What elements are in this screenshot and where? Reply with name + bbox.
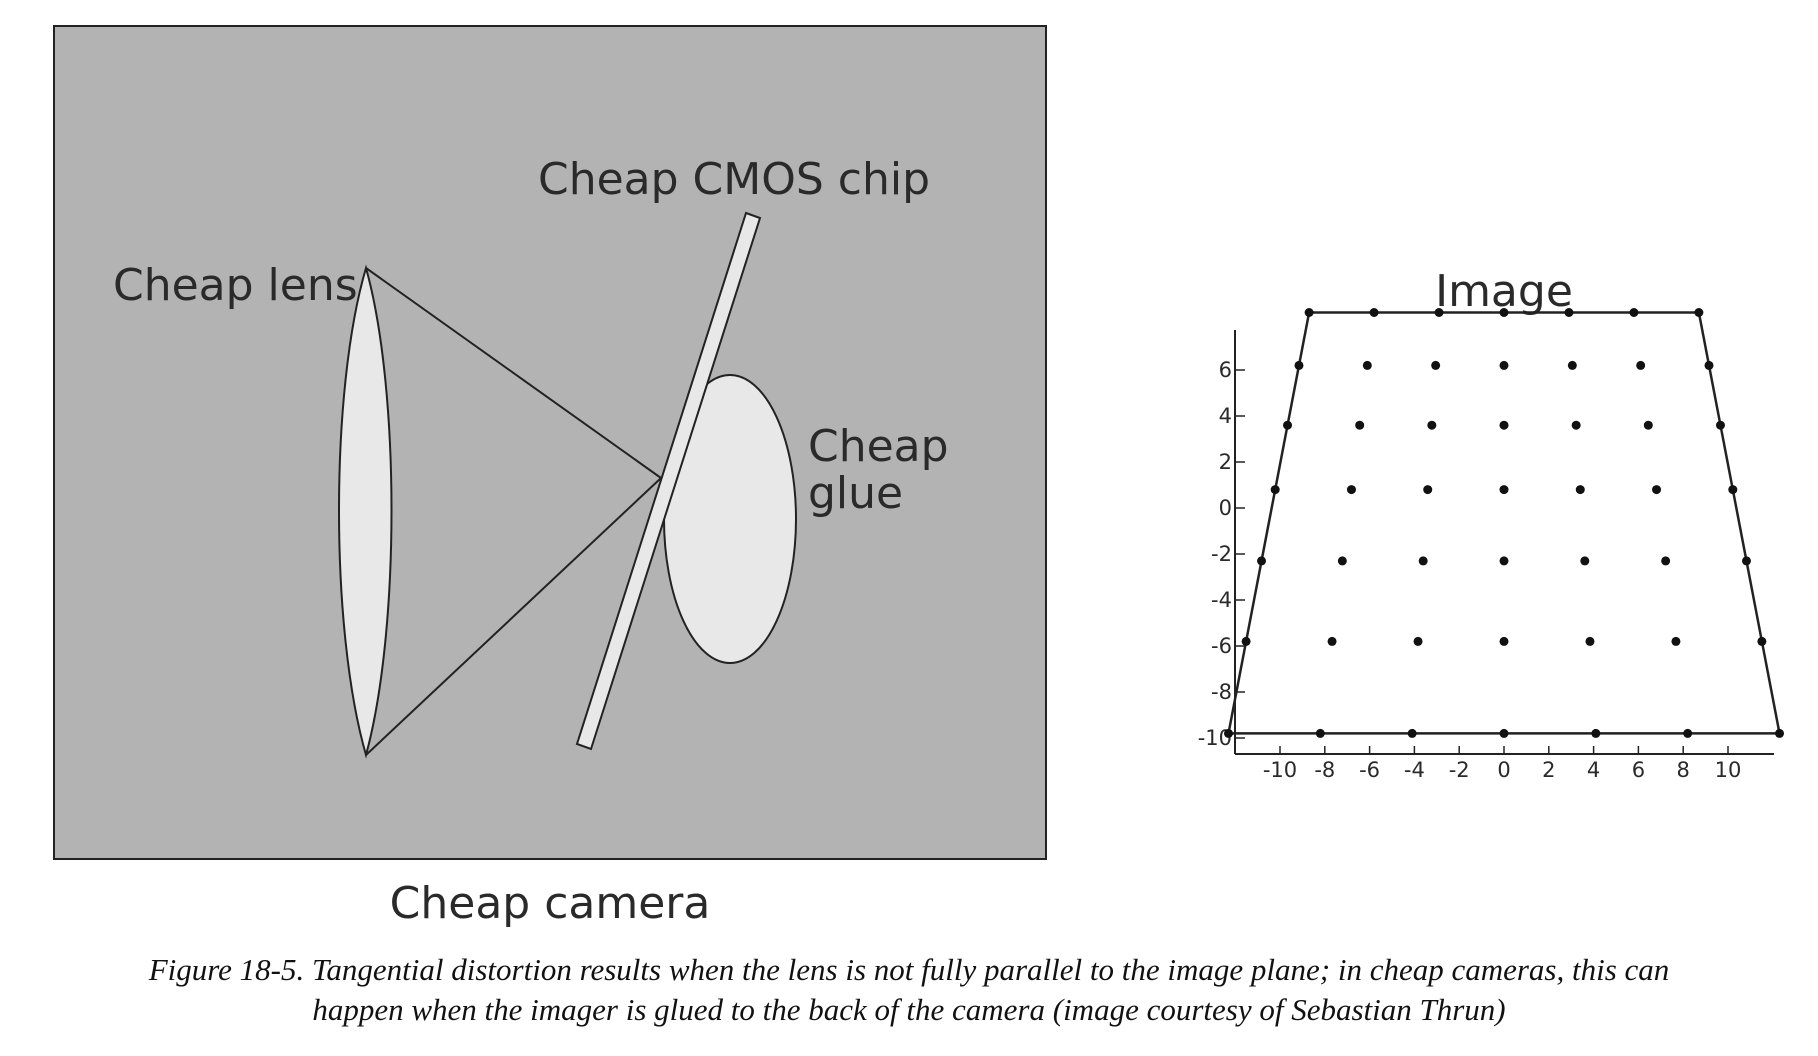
x-tick-label: 4 bbox=[1587, 758, 1600, 782]
x-tick-label: -10 bbox=[1263, 758, 1297, 782]
grid-point bbox=[1241, 636, 1251, 646]
grid-point bbox=[1315, 728, 1325, 738]
camera-diagram-title: Cheap camera bbox=[390, 878, 711, 929]
grid-point bbox=[1591, 728, 1601, 738]
grid-point bbox=[1499, 556, 1509, 566]
x-tick-label: 6 bbox=[1632, 758, 1645, 782]
grid-point bbox=[1223, 728, 1233, 738]
lens-label: Cheap lens bbox=[113, 260, 358, 311]
grid-point bbox=[1757, 636, 1767, 646]
grid-point bbox=[1643, 420, 1653, 430]
grid-point bbox=[1283, 420, 1293, 430]
x-tick-label: -8 bbox=[1314, 758, 1335, 782]
y-tick-label: 4 bbox=[1219, 404, 1232, 428]
grid-point bbox=[1355, 420, 1365, 430]
grid-point bbox=[1629, 308, 1639, 317]
grid-point bbox=[1413, 636, 1423, 646]
grid-point bbox=[1257, 556, 1267, 566]
grid-point bbox=[1661, 556, 1671, 566]
grid-point bbox=[1636, 360, 1646, 370]
x-axis-ticks: -10 -8 -6 -4 -2 0 2 4 6 8 10 bbox=[1263, 746, 1742, 782]
grid-point bbox=[1775, 728, 1785, 738]
y-tick-label: -6 bbox=[1211, 634, 1232, 658]
x-tick-label: -2 bbox=[1449, 758, 1470, 782]
grid-point bbox=[1327, 636, 1337, 646]
grid-point bbox=[1499, 308, 1509, 317]
grid-point bbox=[1407, 728, 1417, 738]
x-tick-label: 0 bbox=[1497, 758, 1510, 782]
x-tick-label: 10 bbox=[1715, 758, 1742, 782]
grid-point bbox=[1499, 728, 1509, 738]
caption-line-1: Figure 18-5. Tangential distortion resul… bbox=[148, 952, 1670, 987]
y-tick-label: -2 bbox=[1211, 542, 1232, 566]
y-tick-label: -8 bbox=[1211, 680, 1232, 704]
grid-point bbox=[1575, 485, 1585, 495]
grid-point bbox=[1704, 360, 1714, 370]
grid-point bbox=[1304, 308, 1314, 317]
grid-point bbox=[1580, 556, 1590, 566]
grid-point bbox=[1423, 485, 1433, 495]
grid-point bbox=[1270, 485, 1280, 495]
grid-point bbox=[1294, 360, 1304, 370]
grid-point bbox=[1499, 420, 1509, 430]
grid-point bbox=[1715, 420, 1725, 430]
y-tick-label: 2 bbox=[1219, 450, 1232, 474]
light-ray-bottom bbox=[365, 477, 662, 756]
grid-point bbox=[1427, 420, 1437, 430]
distorted-image-outline bbox=[1226, 311, 1782, 735]
grid-point bbox=[1585, 636, 1595, 646]
grid-point bbox=[1362, 360, 1372, 370]
grid-points bbox=[1223, 308, 1785, 738]
grid-point bbox=[1346, 485, 1356, 495]
camera-diagram: Cheap CMOS chip Cheap lens Cheap glue Ch… bbox=[53, 25, 1047, 929]
x-tick-label: 2 bbox=[1542, 758, 1555, 782]
grid-point bbox=[1652, 485, 1662, 495]
grid-point bbox=[1683, 728, 1693, 738]
y-tick-label: 0 bbox=[1219, 496, 1232, 520]
grid-point bbox=[1671, 636, 1681, 646]
figure-caption: Figure 18-5. Tangential distortion resul… bbox=[20, 950, 1798, 1030]
grid-point bbox=[1418, 556, 1428, 566]
cmos-chip-label: Cheap CMOS chip bbox=[538, 154, 930, 205]
camera-panel-background bbox=[53, 25, 1047, 860]
grid-point bbox=[1571, 420, 1581, 430]
grid-point bbox=[1567, 360, 1577, 370]
grid-point bbox=[1694, 308, 1704, 317]
x-tick-label: -4 bbox=[1404, 758, 1425, 782]
light-ray-top bbox=[365, 267, 662, 479]
grid-point bbox=[1434, 308, 1444, 317]
x-tick-label: 8 bbox=[1677, 758, 1690, 782]
grid-point bbox=[1337, 556, 1347, 566]
grid-point bbox=[1728, 485, 1738, 495]
grid-point bbox=[1431, 360, 1441, 370]
glue-label-line2: glue bbox=[808, 468, 903, 519]
grid-point bbox=[1499, 636, 1509, 646]
glue-label-line1: Cheap bbox=[808, 421, 949, 472]
grid-point bbox=[1499, 485, 1509, 495]
x-tick-label: -6 bbox=[1359, 758, 1380, 782]
grid-point bbox=[1499, 360, 1509, 370]
grid-point bbox=[1564, 308, 1574, 317]
grid-point bbox=[1369, 308, 1379, 317]
cheap-cmos-chip-shape bbox=[575, 211, 762, 751]
grid-point bbox=[1741, 556, 1751, 566]
y-tick-label: -4 bbox=[1211, 588, 1232, 612]
caption-line-2: happen when the imager is glued to the b… bbox=[312, 992, 1506, 1027]
y-tick-label: 6 bbox=[1219, 358, 1232, 382]
